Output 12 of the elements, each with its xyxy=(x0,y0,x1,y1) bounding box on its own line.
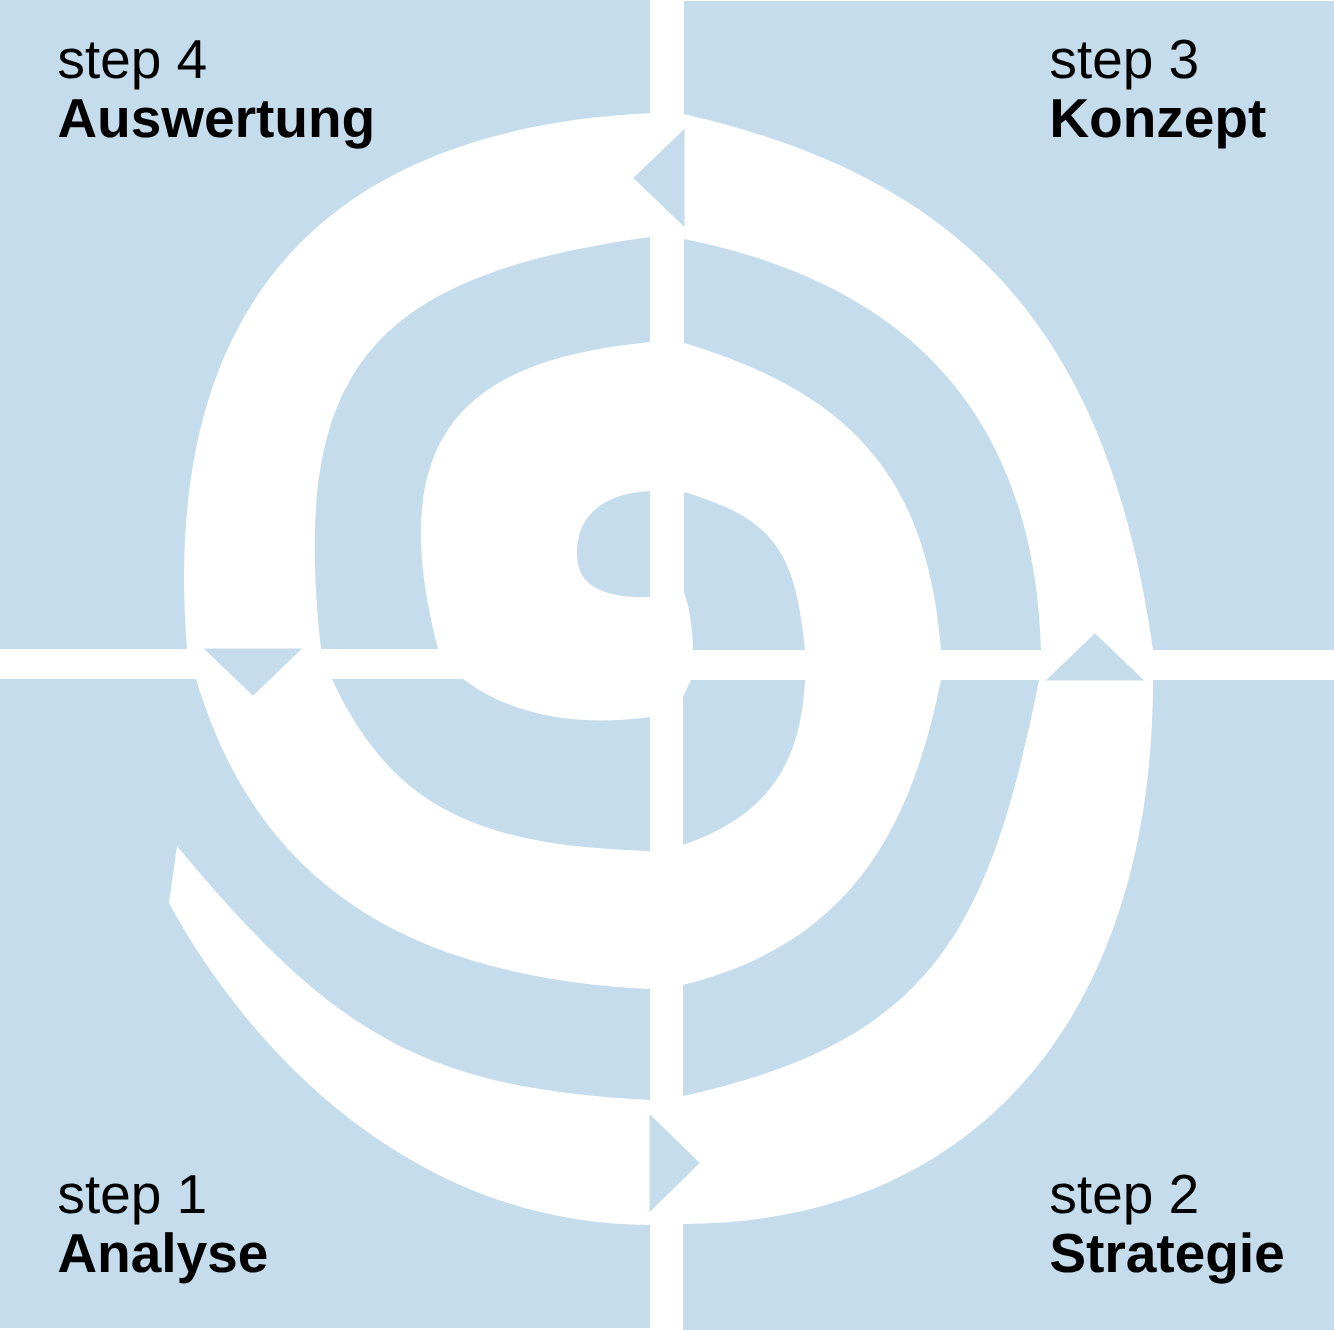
step-title: Konzept xyxy=(1053,99,1266,149)
step-title: Strategie xyxy=(1051,1232,1283,1284)
step-title: Auswertung xyxy=(58,99,372,149)
arrowhead xyxy=(633,129,685,227)
step-label: step 4 xyxy=(58,40,206,90)
step-label: step 1 xyxy=(58,1175,205,1225)
step-label: step 3 xyxy=(1050,39,1197,90)
step-label: step 2 xyxy=(1050,1174,1197,1225)
arrowhead xyxy=(649,1114,700,1212)
arrowhead xyxy=(204,648,302,696)
step-title: Analyse xyxy=(58,1232,267,1284)
arrowhead xyxy=(1046,633,1144,681)
